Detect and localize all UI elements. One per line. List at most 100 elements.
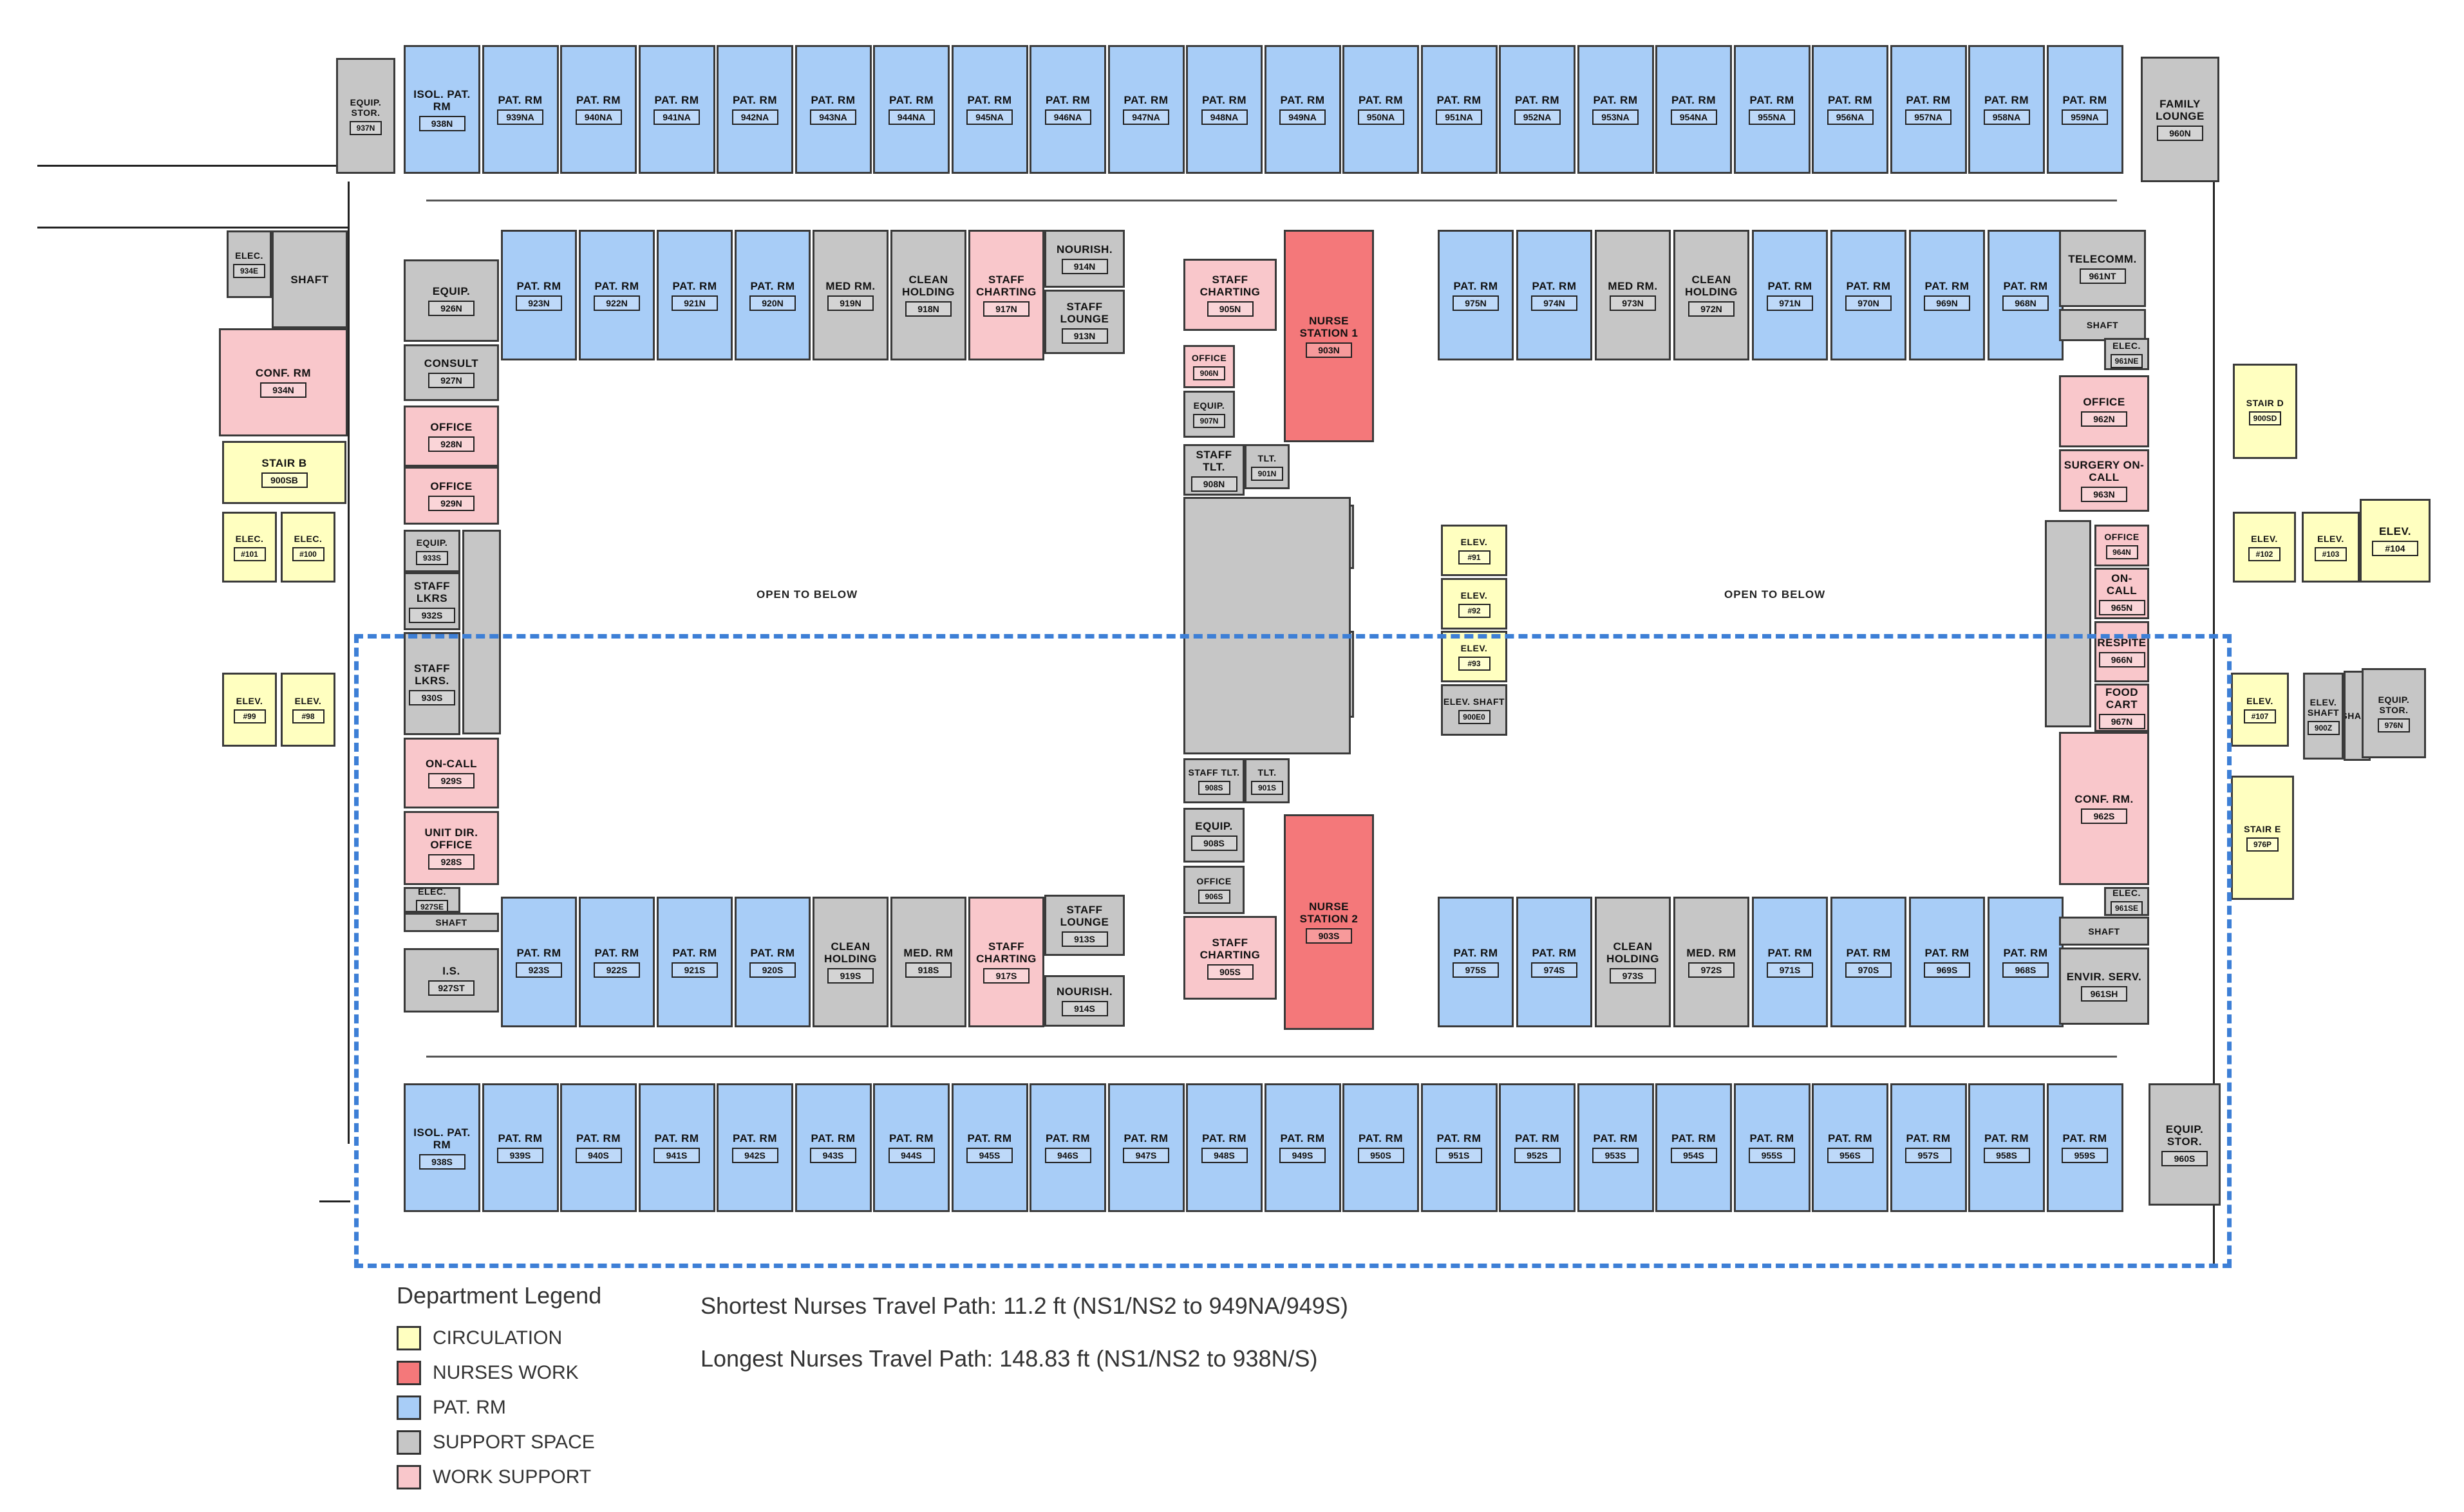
- room-name: STAIR B: [261, 457, 307, 469]
- room-number: #102: [2248, 546, 2281, 561]
- room-number: 972N: [1688, 301, 1735, 317]
- legend-swatch: [397, 1395, 421, 1420]
- room-number: 921N: [672, 295, 718, 311]
- room-number: 969S: [1924, 962, 1970, 978]
- room-number: 943NA: [810, 109, 856, 125]
- room-900sb: STAIR B 900SB: [222, 441, 346, 504]
- room-name: STAIR D: [2246, 397, 2284, 408]
- room-name: EQUIP.: [416, 537, 448, 548]
- room-number: 907N: [1193, 414, 1225, 428]
- room-930s: STAFF LKRS.930S: [404, 632, 460, 735]
- room-number: 900SD: [2249, 411, 2281, 425]
- room-number: 928S: [428, 854, 475, 870]
- room-number: 900Z: [2307, 721, 2340, 735]
- room-name: STAFF LKRS: [413, 579, 450, 604]
- room-name: OFFICE: [1191, 353, 1227, 363]
- room-number: 973S: [1610, 968, 1656, 984]
- room-number: 906S: [1198, 890, 1230, 904]
- room-number: #101: [233, 546, 266, 561]
- room-name: ELEC.: [235, 250, 263, 261]
- room-name: EQUIP. STOR.: [2165, 1123, 2204, 1148]
- room-number: #104: [2372, 541, 2418, 556]
- room-name: PAT. RM: [1846, 946, 1891, 959]
- room-name: ON-CALL: [426, 758, 477, 770]
- room-shaft: SHAFT: [2059, 917, 2149, 946]
- room-name: MED RM.: [825, 279, 876, 292]
- room-number: 938S: [419, 1153, 466, 1170]
- legend-label: NURSES WORK: [433, 1362, 579, 1383]
- room-number: 951NA: [1436, 109, 1482, 125]
- room-name: CLEAN HOLDING: [1606, 940, 1659, 965]
- room-name: PAT. RM: [2062, 94, 2107, 106]
- room-number: 900E0: [1458, 709, 1491, 724]
- room-number: 951S: [1436, 1148, 1482, 1163]
- room-number: 901S: [1251, 780, 1283, 795]
- room-name: PAT. RM: [594, 279, 639, 292]
- room-number: 903N: [1306, 342, 1352, 358]
- room-number: 975N: [1453, 295, 1499, 311]
- room-name: PAT. RM: [2003, 946, 2048, 959]
- room-name: PAT. RM: [1046, 1132, 1090, 1144]
- room-number: 956NA: [1827, 109, 1874, 125]
- room-962s: CONF. RM.962S: [2059, 732, 2149, 885]
- room-number: 962S: [2081, 808, 2127, 824]
- room-name: PAT. RM: [654, 1132, 699, 1144]
- room-number: 950S: [1357, 1148, 1404, 1163]
- room-number: #99: [233, 709, 266, 723]
- room-name: STAFF LKRS.: [413, 662, 450, 687]
- room-number: #100: [292, 546, 324, 561]
- room-name: EQUIP. STOR.: [350, 97, 382, 118]
- room-number: 943S: [810, 1148, 856, 1163]
- room-name: FOOD CART: [2105, 686, 2139, 711]
- room-name: CONF. RM: [255, 367, 312, 379]
- room-number: 929N: [428, 496, 475, 511]
- room-number: 937N: [350, 120, 382, 135]
- room-number: 965N: [2098, 599, 2145, 615]
- room-name: TLT.: [1257, 453, 1277, 463]
- room-number: 955NA: [1749, 109, 1795, 125]
- room-name: I.S.: [442, 965, 460, 977]
- room-number: 927SE: [416, 899, 448, 911]
- room-number: 900SB: [261, 472, 308, 488]
- room-number: 918S: [905, 962, 952, 978]
- room-name: EQUIP.: [1195, 819, 1233, 832]
- room-name: ELEV.: [2317, 533, 2344, 544]
- room-number: 948S: [1201, 1148, 1248, 1163]
- room-name: PAT. RM: [498, 94, 543, 106]
- room-number: 914S: [1061, 1001, 1108, 1016]
- room-number: 970S: [1845, 962, 1892, 978]
- corridor-line: [426, 1056, 2117, 1058]
- room-name: PAT. RM: [811, 1132, 856, 1144]
- room-number: #107: [2244, 709, 2276, 723]
- room-number: 918N: [905, 301, 952, 317]
- room-number: 959S: [2062, 1148, 2108, 1163]
- room-name: PAT. RM: [1515, 1132, 1559, 1144]
- corridor-line: [37, 165, 337, 167]
- room-name: PAT. RM: [576, 1132, 621, 1144]
- room-name: PAT. RM: [1906, 94, 1951, 106]
- room-name: PAT. RM: [1984, 94, 2029, 106]
- room-number: 908S: [1198, 780, 1230, 795]
- room-number: 960N: [2157, 126, 2203, 141]
- room-number: 947S: [1123, 1148, 1169, 1163]
- room-name: PAT. RM: [1924, 279, 1970, 292]
- room-name: ELEV. SHAFT: [1443, 696, 1505, 707]
- room-name: PAT. RM: [889, 94, 934, 106]
- room-name: CLEAN HOLDING: [902, 274, 955, 298]
